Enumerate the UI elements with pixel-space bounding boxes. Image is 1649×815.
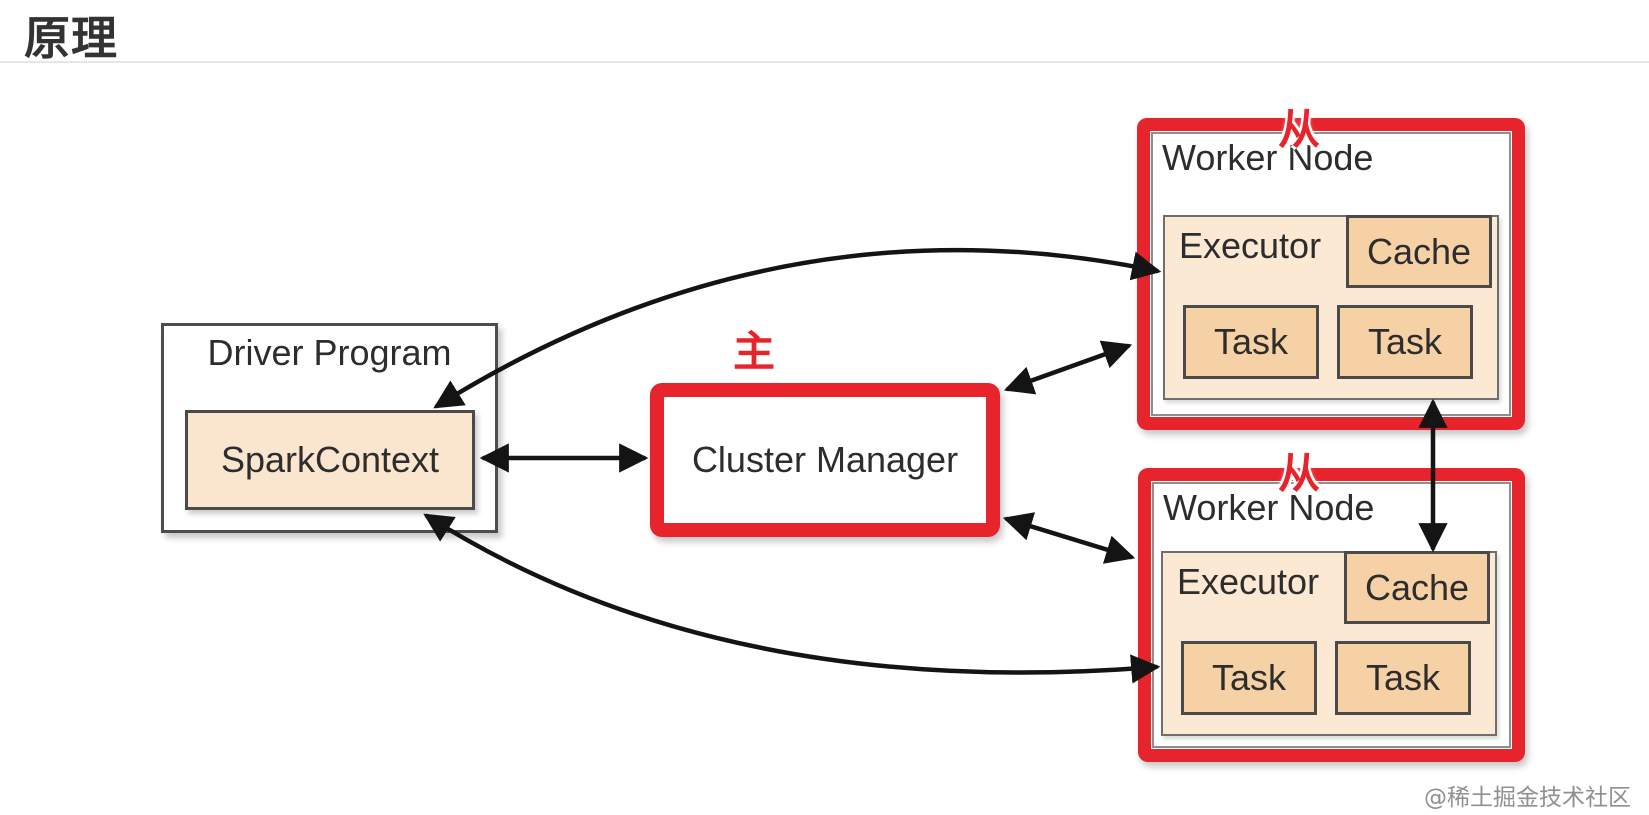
worker-2-executor-label: Executor bbox=[1177, 561, 1320, 602]
cluster-manager-box: Cluster Manager bbox=[650, 383, 1000, 537]
watermark-text: @稀土掘金技术社区 bbox=[1424, 785, 1631, 811]
worker-node-1-label: Worker Node bbox=[1162, 137, 1374, 178]
worker-2-executor-box: Executor Cache Task Task bbox=[1161, 551, 1497, 736]
page-title: 原理 bbox=[24, 12, 118, 64]
worker-node-2-label: Worker Node bbox=[1163, 487, 1375, 528]
worker-1-cache-box: Cache bbox=[1346, 215, 1492, 288]
title-divider bbox=[0, 61, 1649, 63]
worker-2-role-label-slave: 从 bbox=[1278, 450, 1321, 497]
worker-1-role-label-slave: 从 bbox=[1278, 106, 1321, 153]
worker-2-task-box-1: Task bbox=[1181, 641, 1317, 715]
worker-1-task-box-2: Task bbox=[1337, 305, 1473, 379]
worker-node-2-box: Worker Node Executor Cache Task Task bbox=[1138, 468, 1525, 762]
cluster-role-label-master: 主 bbox=[733, 328, 776, 375]
worker-2-cache-box: Cache bbox=[1344, 551, 1490, 624]
worker-2-task-box-2: Task bbox=[1335, 641, 1471, 715]
worker-1-executor-label: Executor bbox=[1179, 225, 1322, 266]
driver-program-label: Driver Program bbox=[207, 332, 452, 373]
worker-node-1-box: Worker Node Executor Cache Task Task bbox=[1137, 118, 1525, 430]
worker-1-task-box-1: Task bbox=[1183, 305, 1319, 379]
driver-program-box: Driver Program SparkContext bbox=[161, 323, 498, 533]
sparkcontext-box: SparkContext bbox=[185, 410, 475, 510]
worker-1-executor-box: Executor Cache Task Task bbox=[1163, 215, 1499, 400]
arrow-driver-to-worker2 bbox=[423, 513, 1161, 684]
arrow-cluster-worker2 bbox=[1002, 512, 1136, 564]
arrow-cluster-worker1 bbox=[1003, 340, 1133, 395]
